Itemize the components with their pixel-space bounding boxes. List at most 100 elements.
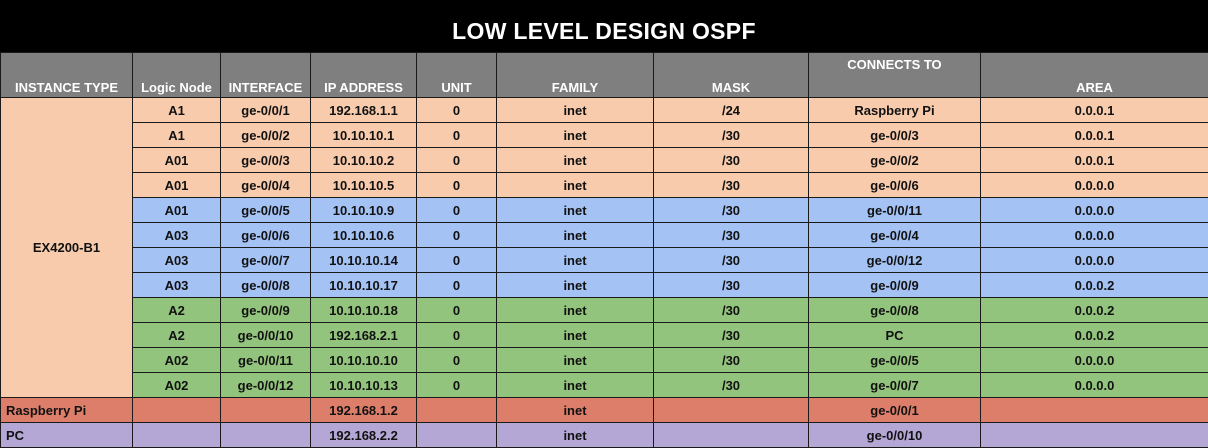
family-cell[interactable]: inet: [497, 123, 654, 148]
family-cell[interactable]: inet: [497, 173, 654, 198]
mask-cell[interactable]: /30: [654, 198, 809, 223]
interface-cell[interactable]: ge-0/0/7: [221, 248, 311, 273]
logic-node-cell[interactable]: A01: [133, 173, 221, 198]
header-logic-node[interactable]: Logic Node: [133, 53, 221, 98]
connects-to-cell[interactable]: ge-0/0/4: [809, 223, 981, 248]
logic-node-cell[interactable]: A01: [133, 148, 221, 173]
logic-node-cell[interactable]: A2: [133, 323, 221, 348]
area-cell[interactable]: 0.0.0.0: [981, 248, 1208, 273]
area-cell[interactable]: 0.0.0.2: [981, 273, 1208, 298]
interface-cell[interactable]: [221, 398, 311, 423]
logic-node-cell[interactable]: [133, 423, 221, 448]
interface-cell[interactable]: ge-0/0/10: [221, 323, 311, 348]
ip-address-cell[interactable]: 10.10.10.10: [311, 348, 417, 373]
mask-cell[interactable]: /30: [654, 323, 809, 348]
unit-cell[interactable]: 0: [417, 248, 497, 273]
logic-node-cell[interactable]: A2: [133, 298, 221, 323]
ip-address-cell[interactable]: 10.10.10.13: [311, 373, 417, 398]
logic-node-cell[interactable]: A1: [133, 123, 221, 148]
header-mask[interactable]: MASK: [654, 53, 809, 98]
header-unit[interactable]: UNIT: [417, 53, 497, 98]
area-cell[interactable]: [981, 423, 1208, 448]
mask-cell[interactable]: /30: [654, 348, 809, 373]
header-ip-address[interactable]: IP ADDRESS: [311, 53, 417, 98]
area-cell[interactable]: 0.0.0.0: [981, 373, 1208, 398]
area-cell[interactable]: 0.0.0.0: [981, 223, 1208, 248]
area-cell[interactable]: 0.0.0.0: [981, 348, 1208, 373]
interface-cell[interactable]: ge-0/0/4: [221, 173, 311, 198]
family-cell[interactable]: inet: [497, 423, 654, 448]
area-cell[interactable]: 0.0.0.1: [981, 148, 1208, 173]
family-cell[interactable]: inet: [497, 198, 654, 223]
interface-cell[interactable]: ge-0/0/2: [221, 123, 311, 148]
logic-node-cell[interactable]: A01: [133, 198, 221, 223]
interface-cell[interactable]: ge-0/0/6: [221, 223, 311, 248]
unit-cell[interactable]: 0: [417, 198, 497, 223]
logic-node-cell[interactable]: A1: [133, 98, 221, 123]
family-cell[interactable]: inet: [497, 323, 654, 348]
ip-address-cell[interactable]: 10.10.10.2: [311, 148, 417, 173]
area-cell[interactable]: 0.0.0.1: [981, 98, 1208, 123]
connects-to-cell[interactable]: Raspberry Pi: [809, 98, 981, 123]
connects-to-cell[interactable]: ge-0/0/6: [809, 173, 981, 198]
mask-cell[interactable]: /30: [654, 173, 809, 198]
family-cell[interactable]: inet: [497, 223, 654, 248]
mask-cell[interactable]: /30: [654, 123, 809, 148]
connects-to-cell[interactable]: ge-0/0/3: [809, 123, 981, 148]
mask-cell[interactable]: /30: [654, 373, 809, 398]
unit-cell[interactable]: 0: [417, 173, 497, 198]
connects-to-cell[interactable]: ge-0/0/11: [809, 198, 981, 223]
unit-cell[interactable]: 0: [417, 123, 497, 148]
logic-node-cell[interactable]: A02: [133, 373, 221, 398]
ip-address-cell[interactable]: 10.10.10.6: [311, 223, 417, 248]
unit-cell[interactable]: 0: [417, 273, 497, 298]
mask-cell[interactable]: /30: [654, 223, 809, 248]
ip-address-cell[interactable]: 192.168.1.1: [311, 98, 417, 123]
interface-cell[interactable]: ge-0/0/3: [221, 148, 311, 173]
interface-cell[interactable]: ge-0/0/5: [221, 198, 311, 223]
instance-type-cell[interactable]: EX4200-B1: [1, 98, 133, 398]
interface-cell[interactable]: ge-0/0/12: [221, 373, 311, 398]
header-family[interactable]: FAMILY: [497, 53, 654, 98]
ip-address-cell[interactable]: 10.10.10.17: [311, 273, 417, 298]
family-cell[interactable]: inet: [497, 373, 654, 398]
connects-to-cell[interactable]: ge-0/0/8: [809, 298, 981, 323]
instance-type-cell[interactable]: PC: [1, 423, 133, 448]
mask-cell[interactable]: /24: [654, 98, 809, 123]
connects-to-cell[interactable]: ge-0/0/1: [809, 398, 981, 423]
ip-address-cell[interactable]: 192.168.2.1: [311, 323, 417, 348]
mask-cell[interactable]: /30: [654, 273, 809, 298]
unit-cell[interactable]: 0: [417, 348, 497, 373]
interface-cell[interactable]: [221, 423, 311, 448]
area-cell[interactable]: 0.0.0.0: [981, 198, 1208, 223]
family-cell[interactable]: inet: [497, 248, 654, 273]
mask-cell[interactable]: /30: [654, 148, 809, 173]
interface-cell[interactable]: ge-0/0/8: [221, 273, 311, 298]
instance-type-cell[interactable]: Raspberry Pi: [1, 398, 133, 423]
interface-cell[interactable]: ge-0/0/11: [221, 348, 311, 373]
connects-to-cell[interactable]: ge-0/0/12: [809, 248, 981, 273]
family-cell[interactable]: inet: [497, 298, 654, 323]
unit-cell[interactable]: [417, 398, 497, 423]
connects-to-cell[interactable]: ge-0/0/10: [809, 423, 981, 448]
area-cell[interactable]: [981, 398, 1208, 423]
logic-node-cell[interactable]: [133, 398, 221, 423]
mask-cell[interactable]: [654, 398, 809, 423]
ip-address-cell[interactable]: 10.10.10.14: [311, 248, 417, 273]
ip-address-cell[interactable]: 10.10.10.18: [311, 298, 417, 323]
family-cell[interactable]: inet: [497, 148, 654, 173]
ip-address-cell[interactable]: 10.10.10.9: [311, 198, 417, 223]
connects-to-cell[interactable]: ge-0/0/7: [809, 373, 981, 398]
unit-cell[interactable]: 0: [417, 298, 497, 323]
connects-to-cell[interactable]: ge-0/0/5: [809, 348, 981, 373]
ip-address-cell[interactable]: 192.168.1.2: [311, 398, 417, 423]
connects-to-cell[interactable]: ge-0/0/2: [809, 148, 981, 173]
interface-cell[interactable]: ge-0/0/1: [221, 98, 311, 123]
family-cell[interactable]: inet: [497, 273, 654, 298]
area-cell[interactable]: 0.0.0.2: [981, 298, 1208, 323]
unit-cell[interactable]: [417, 423, 497, 448]
header-connects-to[interactable]: CONNECTS TO: [809, 53, 981, 98]
logic-node-cell[interactable]: A02: [133, 348, 221, 373]
unit-cell[interactable]: 0: [417, 223, 497, 248]
area-cell[interactable]: 0.0.0.2: [981, 323, 1208, 348]
